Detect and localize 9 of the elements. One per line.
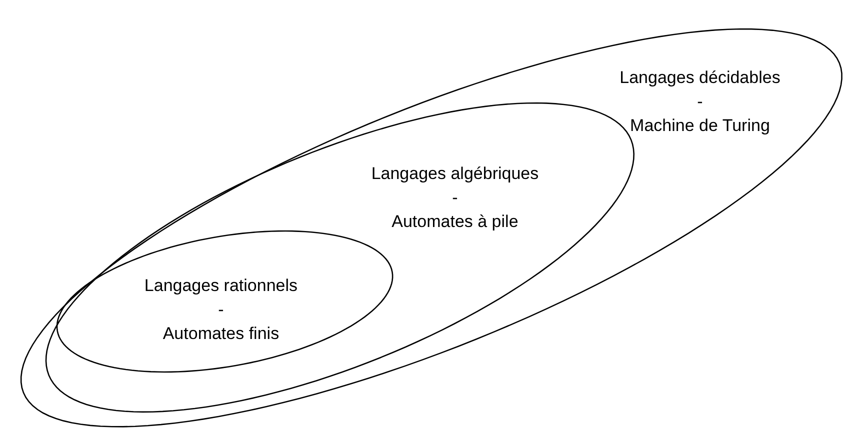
set-title: Langages décidables [620, 66, 780, 89]
machine-label: Automates à pile [392, 210, 518, 233]
machine-label: Automates finis [162, 322, 280, 345]
separator-dash: - [452, 186, 458, 209]
machine-label: Machine de Turing [630, 114, 770, 137]
set-title: Langages rationnels [144, 274, 298, 297]
separator-dash: - [697, 90, 703, 113]
set-title: Langages algébriques [371, 162, 539, 185]
separator-dash: - [218, 298, 224, 321]
